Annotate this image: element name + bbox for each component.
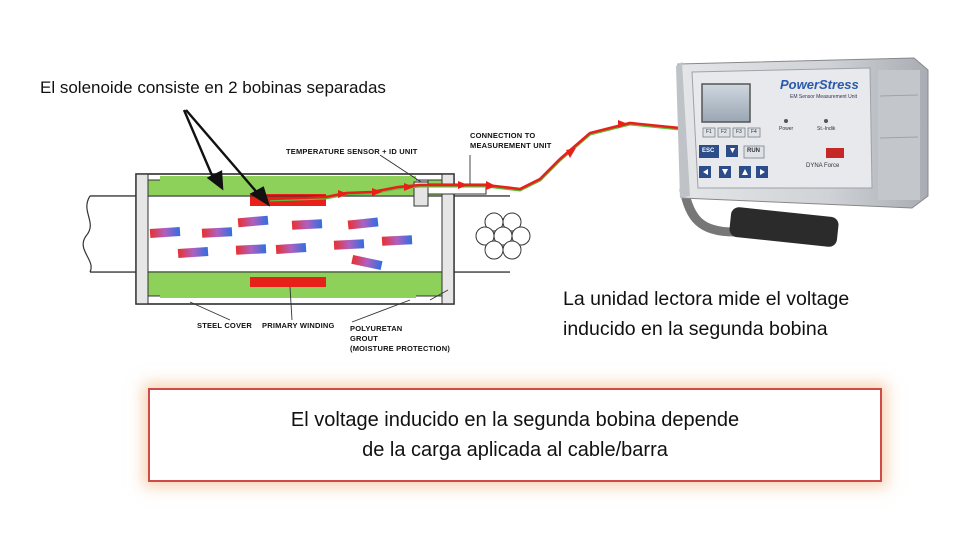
measurement-device <box>676 57 929 247</box>
signal-path <box>269 120 691 202</box>
solenoid-callout: El solenoide consiste en 2 bobinas separ… <box>40 78 386 97</box>
conclusion-line-2: de la carga aplicada al cable/barra <box>362 439 668 461</box>
coil-top <box>160 176 416 194</box>
status-label: St.-Indik <box>817 126 836 132</box>
label-connection-1: CONNECTION TO <box>470 131 536 140</box>
label-moisture: (MOISTURE PROTECTION) <box>350 344 451 353</box>
reader-line-2: inducido en la segunda bobina <box>563 318 828 340</box>
power-label: Power <box>779 126 794 132</box>
reader-line-1: La unidad lectora mide el voltage <box>563 288 850 310</box>
winding-bottom <box>250 277 326 287</box>
label-primary-winding: PRIMARY WINDING <box>262 321 335 330</box>
label-grout: GROUT <box>350 334 379 343</box>
key-f4: F4 <box>751 129 757 135</box>
key-f2: F2 <box>721 129 727 135</box>
key-f1: F1 <box>706 129 712 135</box>
label-polyuretan: POLYURETAN <box>350 324 403 333</box>
label-steel-cover: STEEL COVER <box>197 321 252 330</box>
key-run: RUN <box>747 148 760 154</box>
device-brand: PowerStress <box>780 77 859 92</box>
key-esc: ESC <box>702 148 715 154</box>
magnetic-domains <box>149 215 413 271</box>
leader-lines <box>189 154 471 323</box>
conclusion-line-1: El voltage inducido en la segunda bobina… <box>290 409 740 431</box>
callout-pointers <box>182 109 271 207</box>
conclusion-box: El voltage inducido en la segunda bobina… <box>148 388 882 482</box>
device-subtitle: EM Sensor Measurement Unit <box>790 94 857 100</box>
key-f3: F3 <box>736 129 742 135</box>
label-temperature-sensor: TEMPERATURE SENSOR + ID UNIT <box>286 147 418 156</box>
reader-description: La unidad lectora mide el voltage induci… <box>563 284 849 344</box>
label-connection-2: MEASUREMENT UNIT <box>470 141 552 150</box>
device-logo: DYNA Force <box>806 163 840 169</box>
